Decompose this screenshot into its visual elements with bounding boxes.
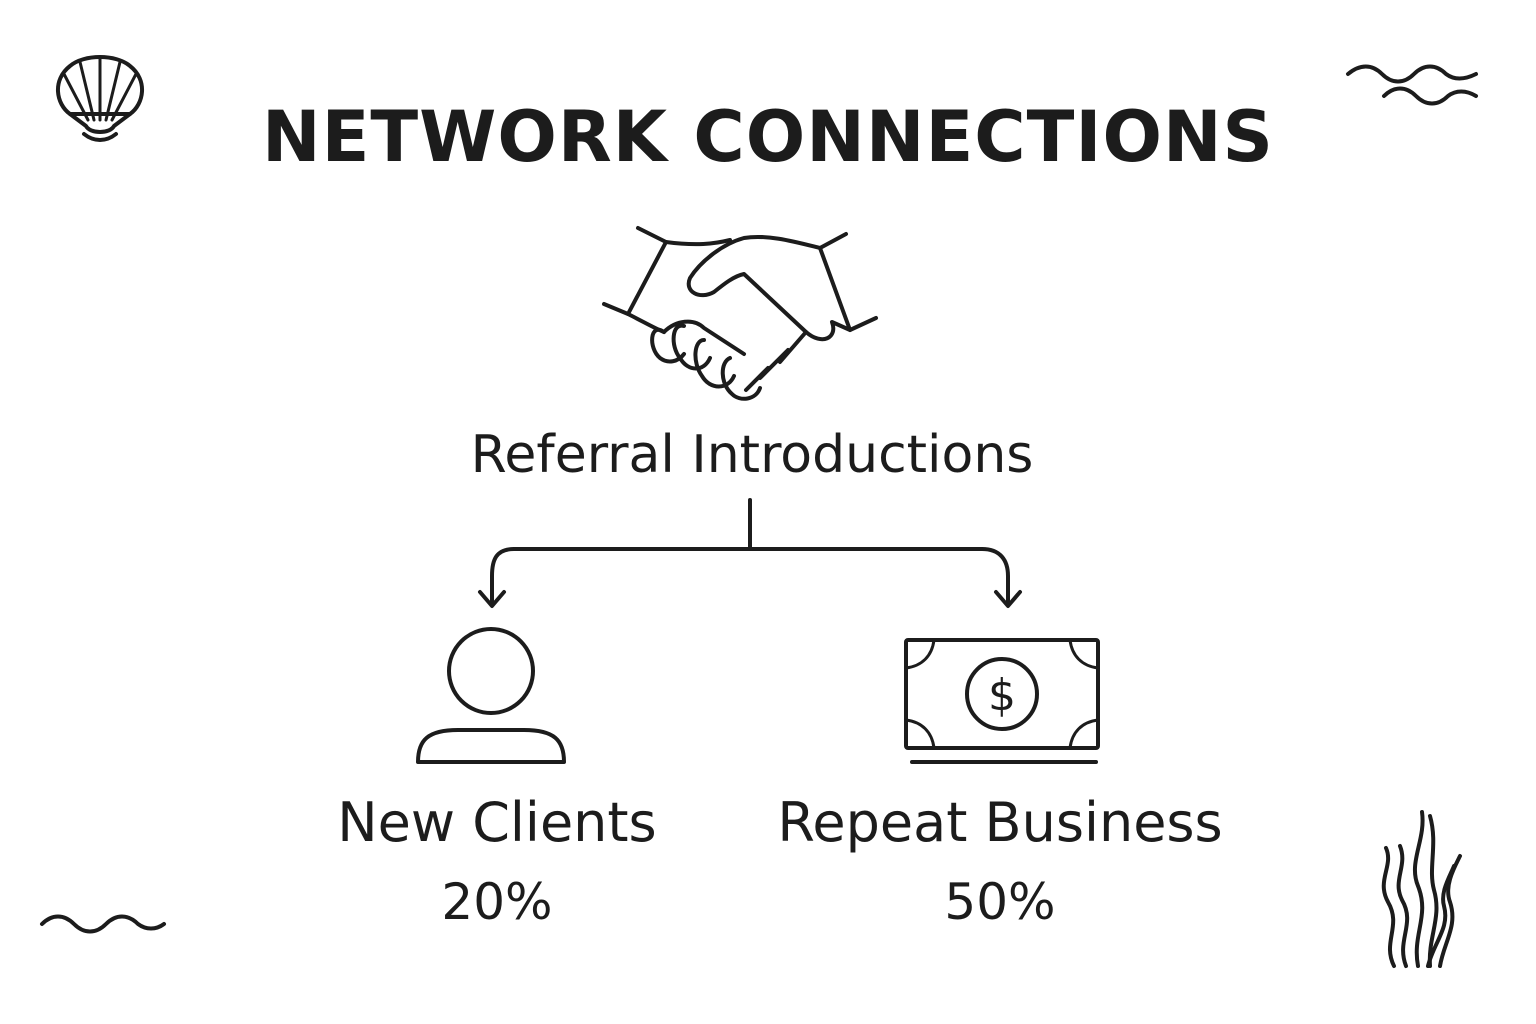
page-title: NETWORK CONNECTIONS: [262, 96, 1274, 178]
branch-value-repeat-business: 50%: [944, 873, 1056, 931]
waves-icon: [1346, 64, 1478, 106]
branch-label-new-clients: New Clients: [337, 791, 657, 854]
seaweed-icon: [1381, 810, 1462, 968]
branch-value-new-clients: 20%: [441, 873, 553, 931]
money-bill-icon: $: [904, 638, 1100, 764]
seashell-icon: [55, 55, 145, 142]
wave-icon: [40, 914, 166, 934]
svg-text:$: $: [988, 670, 1016, 721]
person-icon: [416, 627, 566, 764]
branch-label-repeat-business: Repeat Business: [777, 791, 1223, 854]
handshake-icon: [602, 226, 878, 401]
root-label: Referral Introductions: [470, 425, 1034, 485]
